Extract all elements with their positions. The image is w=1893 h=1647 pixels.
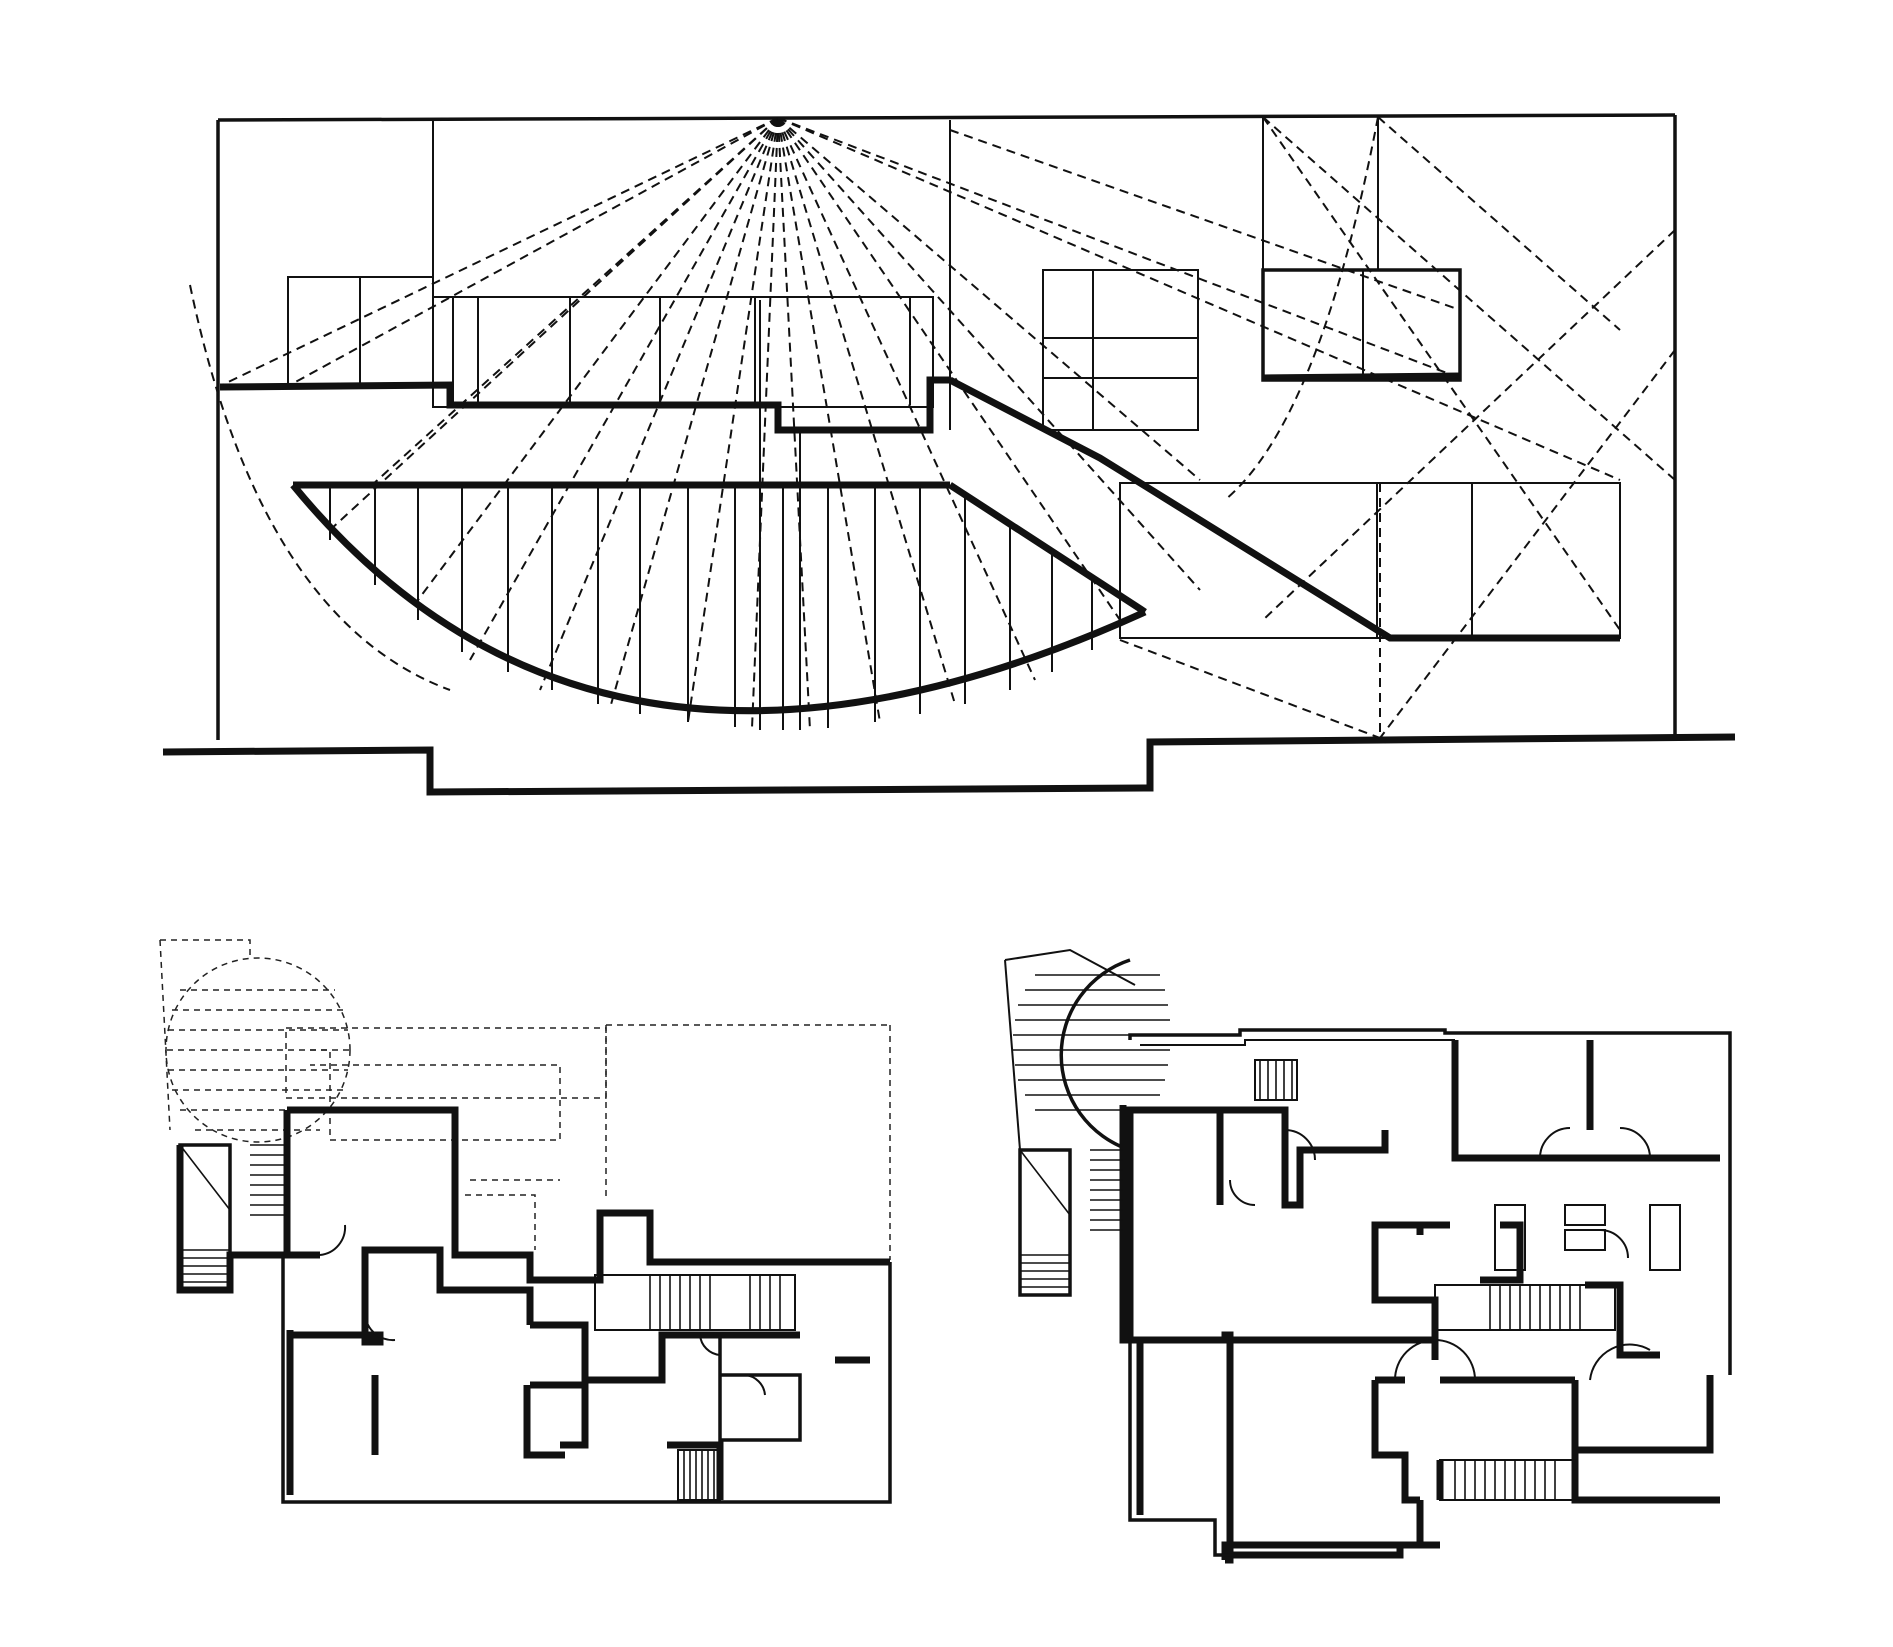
upper-stair-left [1018,1148,1123,1297]
central-bay [432,296,934,408]
terrace-hatch [167,989,349,1131]
window-upper-middle [1042,269,1199,431]
ground-floor-plan [159,939,892,1504]
upper-floor-plan [1004,948,1732,1564]
upper-bathroom [1494,1204,1681,1271]
ground-doors [319,1224,766,1396]
ground-stair-middle [594,1274,796,1331]
section-frame [216,113,1677,740]
upper-terrace [1004,948,1170,1152]
ground-line [162,733,1736,796]
upper-doors [1229,1127,1651,1381]
ground-stair-bottom [677,1449,721,1501]
section-elevation [162,113,1736,796]
ground-walls [176,1106,892,1504]
ground-stair-left [178,1143,287,1292]
upper-stair-middle [1434,1284,1616,1331]
upper-stair-top [1254,1059,1298,1101]
stair-arc [290,300,1147,730]
window-upper-right [1261,268,1462,382]
dashed-overhead-outline [159,939,891,1260]
upper-stair-bottom [1439,1459,1576,1501]
lower-right-block [1119,482,1621,639]
regulating-lines [189,116,1676,739]
upper-walls [1119,1028,1732,1564]
